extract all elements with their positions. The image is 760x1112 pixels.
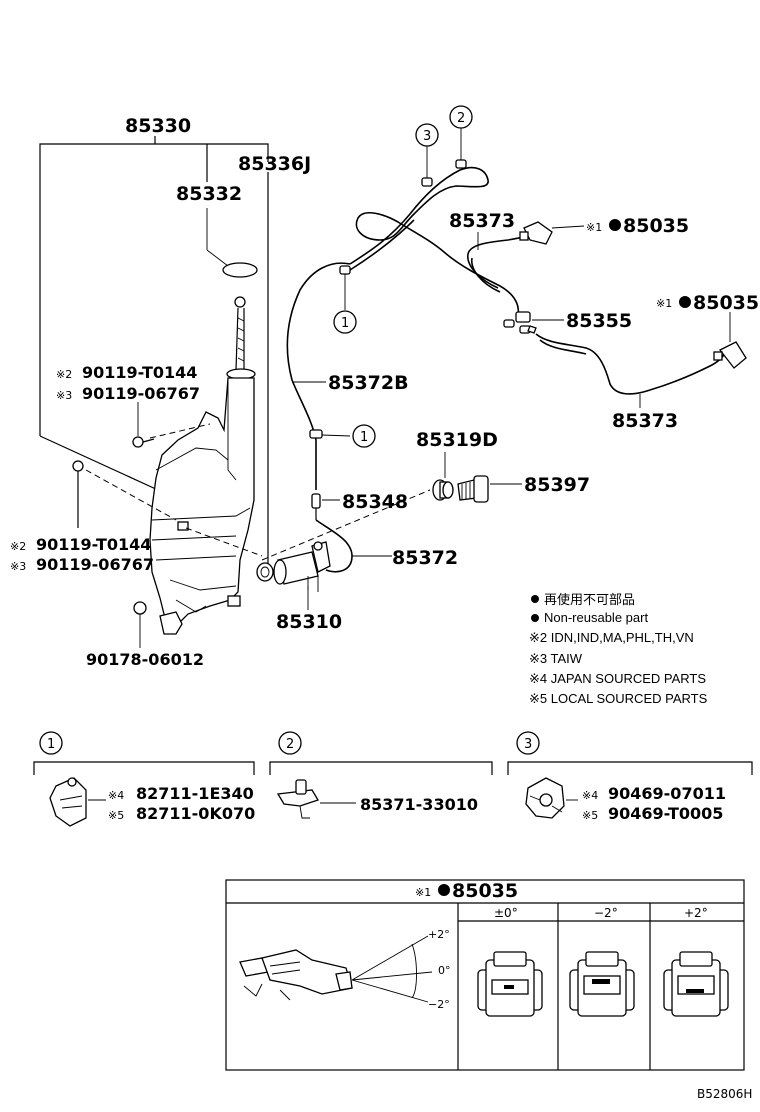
hose-85373-lower-shape xyxy=(535,333,727,395)
cap-85332-shape xyxy=(222,262,258,278)
legend-line-3: ※2 IDN,IND,MA,PHL,TH,VN xyxy=(529,630,694,645)
legend-line-6: ※5 LOCAL SOURCED PARTS xyxy=(529,691,708,706)
detail-3-mark-4: ※4 xyxy=(582,789,598,802)
mark-3-lower: ※3 xyxy=(10,560,26,573)
detail-1-mark-4: ※4 xyxy=(108,789,124,802)
callout-3-main-text: 3 xyxy=(423,129,431,144)
callout-3-main xyxy=(415,123,439,147)
legend-line-4: ※3 TAIW xyxy=(529,651,583,666)
detail-1-number: 1 xyxy=(47,737,55,752)
legend-line-5: ※4 JAPAN SOURCED PARTS xyxy=(529,671,706,686)
filler-neck-shape xyxy=(226,296,256,380)
callout-2-main-text: 2 xyxy=(457,111,465,126)
detail-3-part-b: 90469-T0005 xyxy=(608,804,723,823)
table-nonreusable-dot xyxy=(438,884,450,896)
callout-1-upper-text: 1 xyxy=(341,316,349,331)
nozzle-illustration xyxy=(239,935,433,1003)
nut-90178-shape xyxy=(133,601,147,615)
part-85035-upper-label: 85035 xyxy=(623,215,689,237)
part-85348-label: 85348 xyxy=(342,491,408,513)
bolt-upper-shape xyxy=(132,436,155,448)
part-85397-label: 85397 xyxy=(524,474,590,496)
assembly-bracket-85330 xyxy=(39,136,269,567)
pump-85310-shape xyxy=(273,541,331,592)
part-85373-bottom-label: 85373 xyxy=(612,410,678,432)
hose-85373-top-shape xyxy=(349,166,520,317)
figure-code: B52806H xyxy=(697,1087,752,1101)
part-85336J-label: 85336J xyxy=(238,153,311,175)
bolt-lower-b-label: 90119-06767 xyxy=(36,555,154,574)
table-col-2: −2° xyxy=(594,906,618,920)
callout-1-upper xyxy=(333,310,357,334)
part-85373-top-label: 85373 xyxy=(449,210,515,232)
part-85332-label: 85332 xyxy=(176,183,242,205)
mark-2-upper: ※2 xyxy=(56,368,72,381)
detail-1-part-a: 82711-1E340 xyxy=(136,784,254,803)
grommet-85336J-shape xyxy=(256,562,274,582)
mark-3-upper: ※3 xyxy=(56,389,72,402)
part-85355-label: 85355 xyxy=(566,310,632,332)
hose-85372B-shape xyxy=(286,262,351,490)
nozzle-face-zero xyxy=(477,951,543,1017)
nonreusable-dot-upper xyxy=(609,219,621,231)
part-85372B-label: 85372B xyxy=(328,372,409,394)
part-85330-label: 85330 xyxy=(125,115,191,137)
detail-3-number: 3 xyxy=(524,737,532,752)
detail-3-part-a: 90469-07011 xyxy=(608,784,726,803)
bolt-lower-a-label: 90119-T0144 xyxy=(36,535,151,554)
nozzle-85035-lower-shape xyxy=(713,341,747,369)
detail-3: 3 ※4 90469-07011 ※5 90469-T0005 xyxy=(507,731,753,823)
detail-1-mark-5: ※5 xyxy=(108,809,124,822)
bolt-upper-a-label: 90119-T0144 xyxy=(82,363,197,382)
table-mark-1: ※1 xyxy=(415,886,431,899)
nozzle-table: ※1 85035 ±0° −2° +2° +2° 0° −2° xyxy=(225,879,745,1071)
mark-1-upper-nozzle: ※1 xyxy=(586,221,602,234)
detail-1: 1 ※4 82711-1E340 ※5 82711-0K070 xyxy=(33,731,255,827)
callout-1-lower xyxy=(352,424,376,448)
nozzle-face-minus xyxy=(569,951,635,1017)
part-85319D-label: 85319D xyxy=(416,429,498,451)
detail-2: 2 85371-33010 xyxy=(269,731,493,819)
joint-85355-shape xyxy=(503,311,537,334)
table-col-1: ±0° xyxy=(494,906,518,920)
part-85372-label: 85372 xyxy=(392,547,458,569)
legend-line-2: Non-reusable part xyxy=(544,610,648,625)
sensor-85397-shape xyxy=(457,475,489,503)
nozzle-85035-upper-shape xyxy=(519,221,553,245)
valve-85348-shape xyxy=(311,493,321,520)
angle-plus-label: +2° xyxy=(428,928,450,941)
angle-zero-label: 0° xyxy=(438,964,451,977)
part-90178-label: 90178-06012 xyxy=(86,650,204,669)
callout-2-main xyxy=(449,105,473,129)
legend-line-1: 再使用不可部品 xyxy=(544,592,635,607)
mark-2-lower: ※2 xyxy=(10,540,26,553)
table-col-3: +2° xyxy=(684,906,708,920)
part-85310-label: 85310 xyxy=(276,611,342,633)
legend: 再使用不可部品 Non-reusable part ※2 IDN,IND,MA,… xyxy=(529,592,708,706)
detail-2-part-a: 85371-33010 xyxy=(360,795,478,814)
detail-1-part-b: 82711-0K070 xyxy=(136,804,255,823)
grommet-85319D-shape xyxy=(432,479,454,501)
bolt-upper-b-label: 90119-06767 xyxy=(82,384,200,403)
washer-tank-shape xyxy=(149,377,255,635)
part-85035-lower-label: 85035 xyxy=(693,292,759,314)
detail-3-mark-5: ※5 xyxy=(582,809,598,822)
angle-minus-label: −2° xyxy=(428,998,450,1011)
mark-1-lower-nozzle: ※1 xyxy=(656,297,672,310)
bolt-lower-shape xyxy=(72,460,84,528)
nozzle-face-plus xyxy=(663,951,729,1017)
table-title: 85035 xyxy=(452,880,518,902)
callout-1-lower-text: 1 xyxy=(360,430,368,445)
nonreusable-dot-lower xyxy=(679,296,691,308)
detail-2-number: 2 xyxy=(286,737,294,752)
